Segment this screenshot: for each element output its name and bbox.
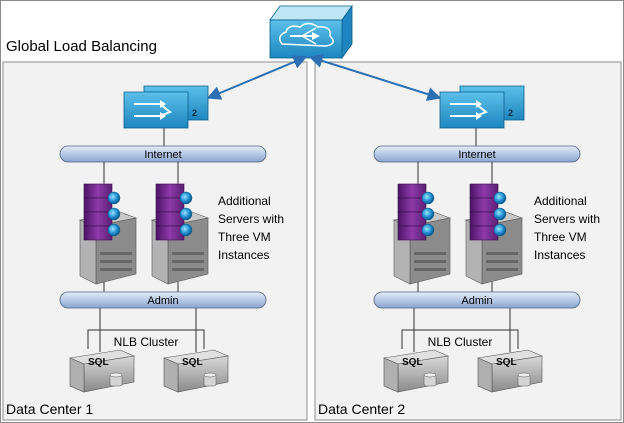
sql-server-icon[interactable]: SQL [383,349,449,393]
admin-bus: Admin [373,291,581,309]
data-center-1: 2 Internet Additional Servers with Three… [6,85,287,417]
router-badge: 2 [192,108,197,118]
data-center-2: 2 Internet Additional Servers with Three… [318,85,603,417]
internet-bus: Internet [59,145,267,163]
additional-servers-text: Additional Servers with Three VM Instanc… [534,194,603,262]
sql-server-icon[interactable]: SQL [477,349,543,393]
sql-server-icon[interactable]: SQL [163,349,229,393]
router-icon[interactable]: 2 [439,85,525,129]
svg-text:SQL: SQL [182,357,203,368]
svg-text:SQL: SQL [402,357,423,368]
internet-bus-label: Internet [144,149,181,161]
svg-text:SQL: SQL [496,357,517,368]
nlb-cluster-bracket [87,329,205,349]
nlb-cluster-bracket [401,329,519,349]
admin-bus: Admin [59,291,267,309]
global-load-balancing-label: Global Load Balancing [6,38,157,55]
link-global-to-dc2 [308,54,442,101]
internet-bus: Internet [373,145,581,163]
router-icon[interactable]: 2 [123,85,209,129]
internet-bus-label: Internet [458,149,495,161]
admin-bus-label: Admin [461,295,492,307]
nlb-cluster-label: NLB Cluster [428,335,493,349]
link-global-to-dc1 [206,55,308,100]
svg-text:SQL: SQL [88,357,109,368]
nlb-cluster-label: NLB Cluster [114,335,179,349]
router-badge: 2 [508,108,513,118]
global-load-balancer-icon[interactable] [269,4,353,60]
admin-bus-label: Admin [147,295,178,307]
sql-server-icon[interactable]: SQL [69,349,135,393]
data-center-1-label: Data Center 1 [6,401,93,417]
data-center-2-label: Data Center 2 [318,401,405,417]
additional-servers-text: Additional Servers with Three VM Instanc… [218,194,287,262]
